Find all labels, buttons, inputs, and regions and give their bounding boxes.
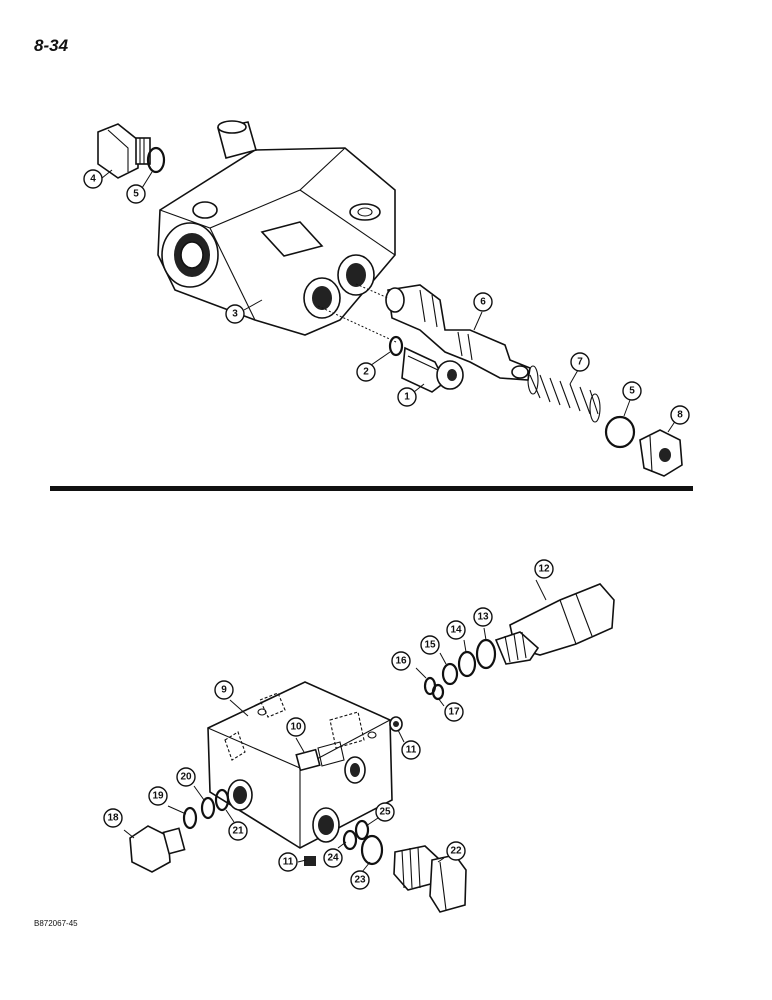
callout-11-lower: 11 xyxy=(278,852,298,872)
o-ring-25 xyxy=(354,819,370,841)
callout-18: 18 xyxy=(103,808,123,828)
callout-24: 24 xyxy=(323,848,343,868)
bottom-valve-assembly xyxy=(123,579,615,913)
callout-label: 8 xyxy=(677,410,683,421)
callout-16: 16 xyxy=(391,651,411,671)
callout-12: 12 xyxy=(534,559,554,579)
page-number: 8-34 xyxy=(34,36,69,55)
callout-5-top: 5 xyxy=(126,184,146,204)
o-ring-2 xyxy=(388,335,404,357)
callout-label: 25 xyxy=(379,807,391,818)
plug-4 xyxy=(97,123,151,179)
callout-17: 17 xyxy=(444,702,464,722)
callout-label: 17 xyxy=(448,707,460,718)
valve-body xyxy=(157,120,396,336)
callout-label: 5 xyxy=(133,189,139,200)
callout-label: 24 xyxy=(327,853,339,864)
callout-25: 25 xyxy=(375,802,395,822)
o-ring-14 xyxy=(457,650,477,678)
o-ring-21 xyxy=(214,788,230,812)
callout-label: 9 xyxy=(221,685,227,696)
callout-label: 20 xyxy=(180,772,192,783)
callout-label: 19 xyxy=(152,791,164,802)
o-ring-5-left xyxy=(146,146,166,174)
callout-14: 14 xyxy=(446,620,466,640)
callout-label: 4 xyxy=(90,174,96,185)
o-ring-5-right xyxy=(604,415,636,449)
spring-7 xyxy=(527,365,601,423)
callout-15: 15 xyxy=(420,635,440,655)
callout-label: 23 xyxy=(354,875,366,886)
callout-label: 22 xyxy=(450,846,462,857)
o-ring-17 xyxy=(431,683,445,701)
callout-8: 8 xyxy=(670,405,690,425)
callout-label: 16 xyxy=(395,656,407,667)
callout-label: 12 xyxy=(538,564,550,575)
callout-label: 15 xyxy=(424,640,436,651)
callout-label: 3 xyxy=(232,309,238,320)
callout-label: 6 xyxy=(480,297,486,308)
callout-2: 2 xyxy=(356,362,376,382)
callout-label: 11 xyxy=(406,745,417,756)
relief-valve-12 xyxy=(494,583,615,665)
plug-11-upper xyxy=(389,716,403,732)
callout-label: 13 xyxy=(477,612,489,623)
callout-label: 21 xyxy=(232,826,244,837)
callout-10: 10 xyxy=(286,717,306,737)
callout-label: 18 xyxy=(107,813,119,824)
insert-10 xyxy=(295,741,345,772)
o-ring-24 xyxy=(342,829,358,851)
o-ring-15 xyxy=(441,662,459,686)
figure-code: B872067-45 xyxy=(34,919,78,928)
callout-22: 22 xyxy=(446,841,466,861)
callout-20: 20 xyxy=(176,767,196,787)
callout-label: 14 xyxy=(450,625,462,636)
callout-7: 7 xyxy=(570,352,590,372)
callout-label: 1 xyxy=(404,392,410,403)
o-ring-19 xyxy=(182,806,198,830)
callout-9: 9 xyxy=(214,680,234,700)
callout-23: 23 xyxy=(350,870,370,890)
callout-label: 5 xyxy=(629,386,635,397)
callout-label: 10 xyxy=(290,722,302,733)
o-ring-13 xyxy=(475,638,497,670)
callout-6: 6 xyxy=(473,292,493,312)
callout-4: 4 xyxy=(83,169,103,189)
callout-19: 19 xyxy=(148,786,168,806)
plug-11-lower xyxy=(304,856,316,866)
callout-11-upper: 11 xyxy=(401,740,421,760)
section-divider xyxy=(50,486,693,491)
callout-5-right: 5 xyxy=(622,381,642,401)
callout-1: 1 xyxy=(397,387,417,407)
callout-label: 2 xyxy=(363,367,369,378)
plug-18 xyxy=(129,825,186,873)
poppet-1 xyxy=(401,346,464,393)
plug-8 xyxy=(639,429,683,477)
o-ring-23 xyxy=(360,834,384,866)
valve-22 xyxy=(393,845,467,913)
top-valve-assembly xyxy=(97,120,683,477)
o-ring-20 xyxy=(200,796,216,820)
callout-13: 13 xyxy=(473,607,493,627)
callout-label: 7 xyxy=(577,357,583,368)
callout-21: 21 xyxy=(228,821,248,841)
callout-label: 11 xyxy=(283,857,294,868)
callout-3: 3 xyxy=(225,304,245,324)
